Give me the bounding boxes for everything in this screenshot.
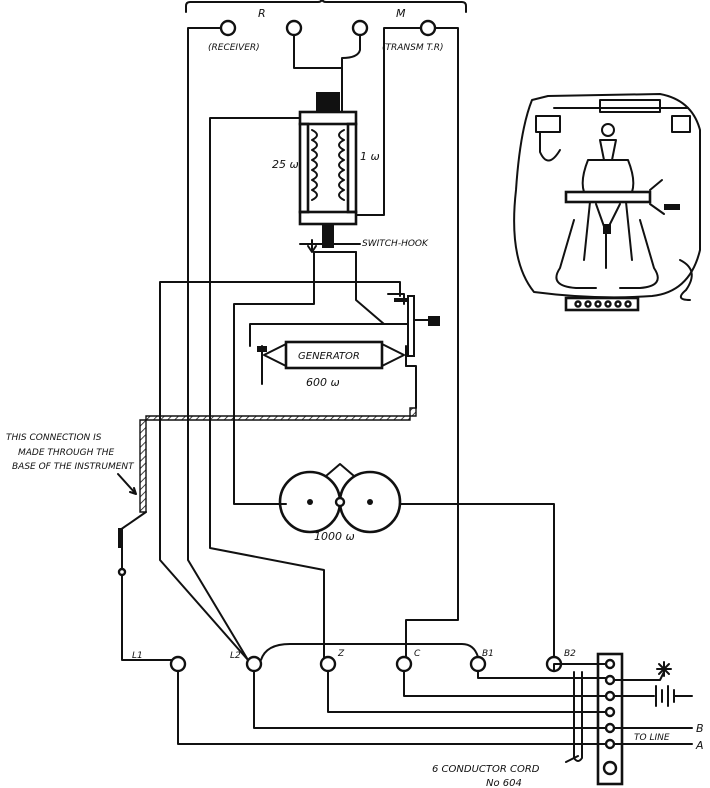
- label-terminal-c: C: [414, 649, 421, 659]
- label-base-note-2: MADE THROUGH THE: [18, 448, 114, 458]
- terminal-block: [596, 652, 624, 786]
- terminal-transmitter-right: [419, 19, 437, 37]
- generator: [257, 340, 407, 385]
- label-primary-resistance: 1 ω: [360, 150, 380, 163]
- wire-l2-block: [253, 670, 611, 729]
- wire-loop: [159, 281, 401, 661]
- wire-c-block: [403, 670, 611, 697]
- wire-transmitter-to-coil: [355, 27, 421, 216]
- terminal-receiver-right: [285, 19, 303, 37]
- label-terminal-b1: B1: [482, 649, 494, 659]
- top-brace: [185, 0, 467, 13]
- label-generator-resistance: 600 ω: [306, 376, 340, 389]
- label-terminal-l2: L2: [230, 651, 241, 661]
- label-transmitter: (TRANSM T.R): [382, 43, 444, 53]
- label-base-note-3: BASE OF THE INSTRUMENT: [12, 462, 135, 472]
- wire-crank-generator: [249, 323, 385, 347]
- wire-transmitter-right: [405, 27, 459, 661]
- wire-transmitter-left: [341, 34, 361, 69]
- wire-receiver-right: [293, 34, 343, 113]
- l1-contact: [118, 528, 123, 548]
- wire-b1-block: [477, 670, 611, 679]
- wire-z-block: [327, 670, 611, 713]
- terminal-b1: [469, 655, 487, 673]
- wire-coil-top-left: [209, 117, 325, 661]
- label-cord-1: 6 CONDUCTOR CORD: [432, 764, 540, 775]
- label-secondary-resistance: 25 ω: [272, 158, 299, 171]
- generator-crank: [383, 293, 440, 357]
- induction-coil: [298, 92, 358, 248]
- label-base-note-1: THIS CONNECTION IS: [6, 433, 102, 443]
- wire-l1: [119, 511, 179, 661]
- telephone-illustration: [513, 93, 701, 312]
- terminal-l2: [245, 655, 263, 673]
- terminal-transmitter-left: [351, 19, 369, 37]
- label-cord-2: No 604: [486, 778, 522, 788]
- wire-hook-down: [233, 251, 315, 505]
- label-terminal-l1: L1: [132, 651, 143, 661]
- wire-hook-right: [355, 251, 385, 325]
- base-note-arrow: [117, 473, 137, 495]
- switch-hook: [299, 239, 361, 253]
- terminal-receiver-left: [219, 19, 237, 37]
- label-ringer-resistance: 1000 ω: [314, 530, 355, 543]
- wire-ringer-right: [399, 503, 555, 661]
- wire-l1-block: [177, 670, 611, 745]
- terminal-l1: [169, 655, 187, 673]
- terminal-c: [395, 655, 413, 673]
- label-to-line: TO LINE: [634, 733, 670, 743]
- label-receiver: (RECEIVER): [208, 43, 260, 53]
- label-line-a: A: [695, 739, 704, 752]
- wire-generator-right: [405, 365, 417, 409]
- label-terminal-b2: B2: [564, 649, 576, 659]
- base-connection-hatched: [139, 407, 417, 513]
- label-terminal-z: Z: [337, 649, 345, 659]
- wire-b2-block: [553, 663, 611, 672]
- label-r: R: [258, 7, 266, 20]
- wire-receiver-left: [187, 27, 249, 661]
- label-generator: GENERATOR: [298, 351, 360, 362]
- cord: [573, 671, 583, 762]
- lamp-icon: [613, 661, 672, 681]
- wire-arch-l2-b1: [260, 643, 479, 661]
- cord-leader: [565, 755, 579, 763]
- label-switch-hook: SWITCH-HOOK: [362, 239, 429, 249]
- label-m: M: [396, 7, 406, 20]
- ringer: [278, 463, 402, 534]
- label-line-b: B: [696, 722, 704, 735]
- battery-icon: [613, 685, 693, 707]
- terminal-z: [319, 655, 337, 673]
